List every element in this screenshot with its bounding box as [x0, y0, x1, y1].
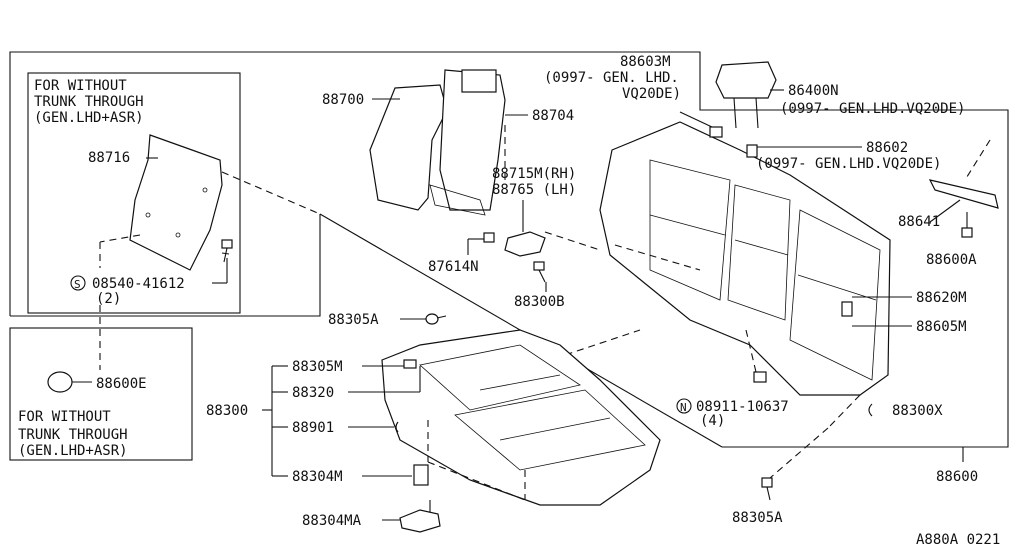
label-88300: 88300: [206, 403, 248, 419]
nut-symbol-circle: [676, 398, 692, 414]
nut-symbol: N: [680, 401, 687, 414]
diagram-code: A880A 0221: [916, 532, 1000, 548]
label-88600a: 88600A: [926, 252, 977, 268]
tag-88305m: [403, 359, 417, 369]
label-nut-qty: (4): [700, 413, 725, 429]
label-88320: 88320: [292, 385, 334, 401]
leader-88603m: [679, 111, 713, 128]
bolt-88600a: [961, 212, 973, 238]
inset-top-note-2: TRUNK THROUGH: [34, 94, 144, 110]
label-88600e: 88600E: [96, 376, 147, 392]
screw-symbol: S: [74, 278, 81, 291]
dash-cushion-link: [519, 329, 641, 371]
guide-88603m: [709, 126, 723, 138]
label-88304ma: 88304MA: [302, 513, 362, 529]
clip-88305a-top: [425, 313, 447, 325]
label-86400n-note: (0997- GEN.LHD.VQ20DE): [780, 101, 965, 117]
hook-88300x: [868, 403, 873, 417]
label-88300b: 88300B: [514, 294, 565, 310]
seatback-panel-mid: [727, 184, 791, 321]
inset-top-note-1: FOR WITHOUT: [34, 78, 127, 94]
leader-88641: [929, 199, 961, 223]
hook-88901: [395, 421, 399, 433]
seat-cushion-88300: [381, 329, 661, 506]
stitch: [479, 374, 561, 391]
seatback-panel-right: [789, 209, 881, 381]
label-88704: 88704: [532, 108, 574, 124]
label-88305m: 88305M: [292, 359, 343, 375]
side-bracket: [429, 184, 486, 216]
cushion-panel-front: [454, 389, 646, 471]
label-88602-note: (0997- GEN.LHD.VQ20DE): [756, 156, 941, 172]
label-88603m: 88603M: [620, 54, 671, 70]
label-88305a-bottom: 88305A: [732, 510, 783, 526]
guide-88602: [746, 144, 758, 158]
label-88700: 88700: [322, 92, 364, 108]
label-88603m-note-2: VQ20DE): [622, 86, 681, 102]
hole: [202, 187, 208, 193]
label-88901: 88901: [292, 420, 334, 436]
nut-icon: [753, 371, 767, 383]
striker-88641: [928, 179, 999, 209]
label-88765: 88765 (LH): [492, 182, 576, 198]
dash-bracket: [544, 231, 601, 251]
armrest-88700: [369, 84, 448, 211]
clip-88304ma: [399, 500, 441, 533]
dash-to-88305a: [769, 427, 829, 479]
side-frame-top: [461, 69, 497, 93]
outer-frame-step: [10, 214, 321, 317]
label-88300x: 88300X: [892, 403, 943, 419]
stitch: [649, 214, 726, 236]
dash-bracket-2: [614, 244, 701, 271]
stitch: [797, 274, 877, 301]
label-nut-part: 08911-10637: [696, 399, 789, 415]
side-frame-88704: [439, 69, 506, 211]
hook-88304m: [413, 464, 429, 486]
clip-87614n: [483, 232, 495, 243]
label-88641: 88641: [898, 214, 940, 230]
screw-symbol-circle: [70, 275, 86, 291]
clip-88305a-bottom: [761, 477, 773, 501]
label-88600: 88600: [936, 469, 978, 485]
cushion-panel-back: [419, 344, 581, 411]
inset-bottom-frame: [9, 327, 193, 461]
screw-icon: [221, 239, 233, 263]
bolt-88300b: [533, 261, 546, 283]
dash-panel: [99, 234, 141, 243]
inset-bottom-note-1: FOR WITHOUT: [18, 409, 111, 425]
label-86400n: 86400N: [788, 83, 839, 99]
label-screw-part: 08540-41612: [92, 276, 185, 292]
label-88602: 88602: [866, 140, 908, 156]
hinge-bracket-88715m: [504, 231, 546, 257]
label-screw-qty: (2): [96, 291, 121, 307]
hole: [175, 232, 181, 238]
inset-top-note-3: (GEN.LHD+ASR): [34, 110, 144, 126]
inset-bottom-note-3: (GEN.LHD+ASR): [18, 443, 128, 459]
label-88304m: 88304M: [292, 469, 343, 485]
cap-88600e: [47, 371, 73, 393]
label-88603m-note-1: (0997- GEN. LHD.: [544, 70, 679, 86]
outer-frame: [9, 51, 1009, 448]
dash-seatback-bottom: [827, 394, 861, 429]
dash-panel-to-frame: [221, 171, 321, 215]
stitch: [734, 239, 789, 256]
dash-88641: [964, 139, 991, 181]
seatback-panel-left: [649, 159, 731, 301]
stitch: [499, 417, 611, 441]
label-88305a-top: 88305A: [328, 312, 379, 328]
label-88716: 88716: [88, 150, 130, 166]
trim-panel-88716: [129, 134, 223, 271]
headrest-86400n: [715, 61, 777, 129]
dash-cushion-bottom: [427, 461, 526, 501]
lock-88620m: [841, 301, 853, 317]
inset-bottom-note-2: TRUNK THROUGH: [18, 427, 128, 443]
label-88620m: 88620M: [916, 290, 967, 306]
label-87614n: 87614N: [428, 259, 479, 275]
label-88715m: 88715M(RH): [492, 166, 576, 182]
hole: [145, 212, 151, 218]
inset-top-frame: [27, 72, 241, 314]
label-88605m: 88605M: [916, 319, 967, 335]
